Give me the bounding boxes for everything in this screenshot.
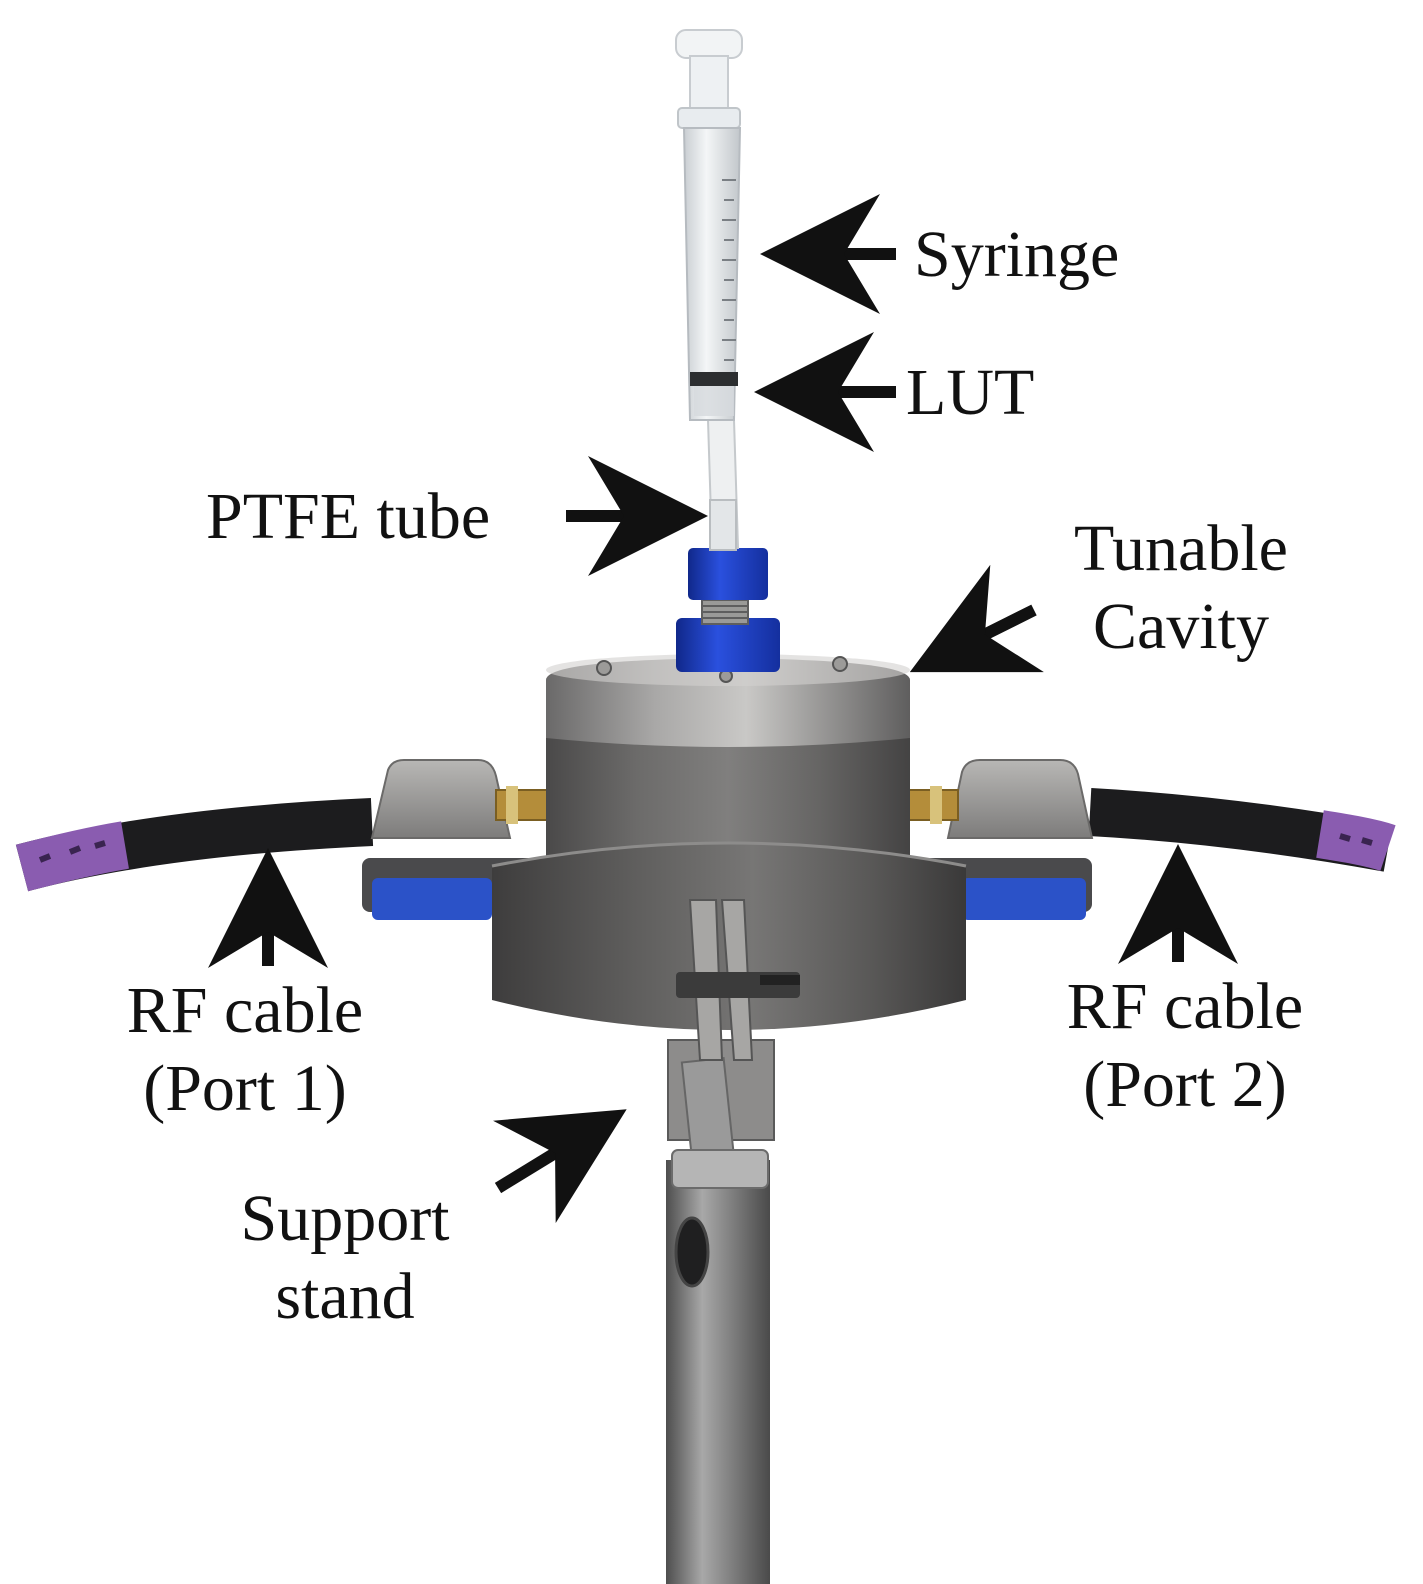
rf-cable-right	[1088, 788, 1396, 872]
arrow-tunable-cavity	[909, 564, 1044, 673]
label-lut: LUT	[906, 356, 1035, 429]
label-rf-cable-port1-line2: (Port 1)	[143, 1052, 347, 1125]
label-syringe: Syringe	[914, 218, 1120, 291]
ptfe-tube	[706, 419, 740, 551]
syringe	[675, 29, 743, 421]
label-ptfe-tube: PTFE tube	[206, 480, 491, 553]
label-tunable-cavity-line1: Tunable	[1074, 512, 1288, 585]
label-rf-cable-port2-line2: (Port 2)	[1083, 1048, 1287, 1121]
clamp-ring	[491, 841, 967, 1061]
support-stand	[666, 1039, 775, 1584]
label-support-stand-line2: stand	[275, 1260, 415, 1333]
rf-cable-left	[15, 798, 374, 892]
label-rf-cable-port2-line1: RF cable	[1066, 970, 1304, 1043]
label-tunable-cavity-line2: Cavity	[1093, 590, 1269, 663]
label-tunable-cavity: Tunable Cavity	[1036, 510, 1326, 666]
label-rf-cable-port1: RF cable (Port 1)	[90, 972, 400, 1128]
label-support-stand-line1: Support	[240, 1182, 450, 1255]
cable-clamp-left	[370, 759, 551, 839]
blue-fitting	[676, 548, 780, 672]
label-support-stand: Support stand	[200, 1180, 490, 1336]
label-rf-cable-port1-line1: RF cable	[126, 974, 364, 1047]
cable-clamp-right	[905, 759, 1094, 839]
annotation-arrows	[208, 194, 1238, 1224]
label-rf-cable-port2: RF cable (Port 2)	[1030, 968, 1340, 1124]
arrow-support-stand	[493, 1109, 627, 1224]
